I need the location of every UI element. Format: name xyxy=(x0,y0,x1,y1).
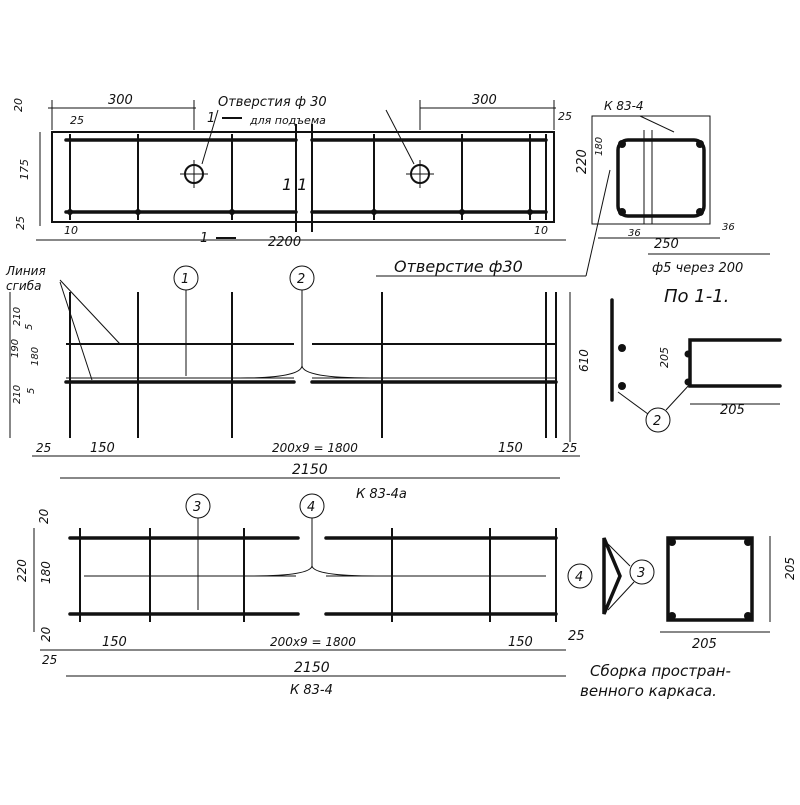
callout-3b xyxy=(629,559,655,585)
dim-2150-mid: 2150 xyxy=(292,462,328,478)
dim-610: 610 xyxy=(577,349,591,372)
dim-25-mid-right: 25 xyxy=(562,441,577,455)
dim-36-left: 36 xyxy=(628,228,641,239)
dim-150-mid-right: 150 xyxy=(498,441,523,456)
section-mark-top: 1 xyxy=(207,111,215,126)
dim-210-bottom: 210 xyxy=(12,385,23,404)
top-break-lines xyxy=(295,124,313,232)
svg-text:4: 4 xyxy=(307,500,315,515)
label-hole-d30: Отверстие ф30 xyxy=(394,257,523,276)
section-mark-center: 1 1 xyxy=(282,175,307,194)
svg-text:2: 2 xyxy=(297,272,305,287)
dim-180-mid: 180 xyxy=(30,347,41,366)
dim-190: 190 xyxy=(10,339,21,358)
dim-205-bot-h: 205 xyxy=(692,637,717,652)
assembly-cage xyxy=(666,536,754,622)
dim-36-right: 36 xyxy=(722,222,735,233)
label-k834a: К 83-4а xyxy=(356,487,407,502)
middle-elevation: Линия сгиба 610 210 5 190 180 5 210 25 1… xyxy=(5,264,591,502)
dim-25-right: 25 xyxy=(558,110,572,123)
dim-25-mid-left: 25 xyxy=(36,441,51,455)
bottom-right-assembly: 4 3 205 205 Сборка простран- венного кар… xyxy=(567,536,797,700)
callout-4b xyxy=(567,563,593,589)
dim-5-bottom: 5 xyxy=(26,388,37,394)
dim-300-right: 300 xyxy=(472,93,497,108)
dim-150-mid-left: 150 xyxy=(90,441,115,456)
label-step: ф5 через 200 xyxy=(652,261,743,276)
dim-210-top: 210 xyxy=(12,307,23,326)
label-assembly-1: Сборка простран- xyxy=(590,662,731,680)
dim-205-mid-v: 205 xyxy=(658,347,671,368)
label-assembly-2: венного каркаса. xyxy=(580,682,717,700)
callout-2b xyxy=(645,407,671,433)
label-section-11: По 1-1. xyxy=(664,286,729,307)
middle-stirrups xyxy=(69,292,557,438)
dim-150-bot-right: 150 xyxy=(508,635,533,650)
label-k834-bottom: К 83-4 xyxy=(290,683,333,698)
dim-10-left: 10 xyxy=(64,224,78,237)
section-mark-bottom: 1 xyxy=(200,231,208,246)
section-mark-k834: К 83-4 xyxy=(604,99,644,113)
dim-5-top: 5 xyxy=(24,324,35,330)
dim-25-bot-left: 25 xyxy=(42,653,57,667)
section-stirrup xyxy=(616,138,706,218)
bottom-elevation: 20 220 180 20 25 150 200x9 = 1800 150 25… xyxy=(15,493,585,698)
dim-250: 250 xyxy=(654,237,679,252)
dim-150-bot-left: 150 xyxy=(102,635,127,650)
bottom-stirrups xyxy=(79,528,557,622)
dim-220-bot: 220 xyxy=(15,559,29,582)
dim-20-bot-top: 20 xyxy=(37,508,51,524)
section-frame xyxy=(591,115,711,225)
svg-text:2: 2 xyxy=(653,414,661,429)
dim-220: 220 xyxy=(575,149,590,174)
dim-20: 20 xyxy=(12,98,25,112)
dim-175: 175 xyxy=(18,159,31,180)
dim-180-sec: 180 xyxy=(594,137,605,156)
label-holes-top: Отверстия ф 30 xyxy=(218,95,327,110)
dim-20-bot-bottom: 20 xyxy=(39,626,53,642)
svg-text:3: 3 xyxy=(193,500,201,515)
dim-300-left: 300 xyxy=(108,93,133,108)
dim-2150-bot: 2150 xyxy=(294,660,330,676)
middle-right-detail: 205 205 2 xyxy=(610,298,782,433)
dim-205-bot-v: 205 xyxy=(783,557,797,580)
label-line-cut2: сгиба xyxy=(6,279,41,293)
svg-text:1: 1 xyxy=(181,272,189,287)
dim-180-bot: 180 xyxy=(39,561,53,584)
dim-205-mid-h: 205 xyxy=(720,403,745,418)
dim-2200: 2200 xyxy=(268,235,301,250)
top-section: К 83-4 220 180 36 250 36 ф5 через 200 По… xyxy=(575,99,770,307)
top-outline xyxy=(51,131,555,223)
label-line-cut: Линия xyxy=(5,264,46,278)
top-elevation: 1 1 1 1 300 300 25 25 Отверстия ф 30 для… xyxy=(12,93,572,250)
dim-10-right: 10 xyxy=(534,224,548,237)
dim-25-left: 25 xyxy=(70,114,84,127)
dim-25-bottom: 25 xyxy=(14,216,27,230)
dim-1800-bot: 200x9 = 1800 xyxy=(270,635,356,649)
svg-text:4: 4 xyxy=(575,570,583,585)
label-for-lifting: для подъема xyxy=(249,114,326,127)
dim-1800-mid: 200x9 = 1800 xyxy=(272,441,358,455)
svg-text:3: 3 xyxy=(637,566,645,581)
dim-25-bot-right: 25 xyxy=(568,629,585,644)
top-stirrups xyxy=(69,134,547,220)
